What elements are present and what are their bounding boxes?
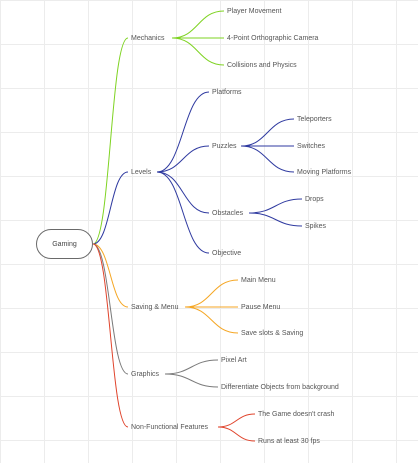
node-pause-menu[interactable]: Pause Menu [241, 304, 281, 311]
node-orthographic-camera[interactable]: 4-Point Orthographic Camera [227, 35, 319, 42]
node-objective[interactable]: Objective [212, 250, 242, 257]
link-nonfunctional-fps [217, 426, 256, 442]
link-root-mechanics [92, 37, 129, 245]
link-levels-platforms [156, 91, 210, 173]
link-obstacles-drops [248, 198, 303, 214]
link-levels-obstacles [156, 171, 210, 214]
link-puzzles-moving [240, 145, 295, 173]
link-root-saving [92, 243, 129, 308]
branch-levels[interactable]: Levels [131, 169, 152, 176]
node-game-no-crash[interactable]: The Game doesn't crash [258, 411, 335, 418]
link-levels-objective [156, 171, 210, 254]
node-moving-platforms[interactable]: Moving Platforms [297, 169, 352, 176]
node-save-slots[interactable]: Save slots & Saving [241, 330, 304, 337]
node-30-fps[interactable]: Runs at least 30 fps [258, 438, 320, 445]
root-node-gaming[interactable]: Gaming [36, 229, 93, 259]
link-saving-main [184, 279, 239, 308]
node-collisions-physics[interactable]: Collisions and Physics [227, 62, 297, 69]
link-graphics-pixelart [164, 359, 219, 375]
node-puzzles[interactable]: Puzzles [212, 143, 237, 150]
node-teleporters[interactable]: Teleporters [297, 116, 332, 123]
branch-non-functional[interactable]: Non-Functional Features [131, 424, 209, 431]
link-root-levels [92, 171, 129, 245]
link-graphics-differentiate [164, 373, 219, 388]
node-differentiate-objects[interactable]: Differentiate Objects from background [221, 384, 339, 391]
link-saving-slots [184, 306, 239, 334]
branch-saving-menu[interactable]: Saving & Menu [131, 304, 179, 311]
link-puzzles-teleporters [240, 118, 295, 147]
link-nonfunctional-crash [217, 413, 256, 428]
node-obstacles[interactable]: Obstacles [212, 210, 244, 217]
node-platforms[interactable]: Platforms [212, 89, 242, 96]
link-obstacles-spikes [248, 212, 303, 227]
root-node-label: Gaming [52, 240, 77, 248]
link-root-nonfunctional [92, 243, 129, 428]
link-levels-puzzles [156, 145, 210, 173]
node-pixel-art[interactable]: Pixel Art [221, 357, 247, 364]
link-mechanics-movement [171, 10, 225, 39]
link-mechanics-collisions [171, 37, 225, 66]
node-drops[interactable]: Drops [305, 196, 324, 203]
node-switches[interactable]: Switches [297, 143, 326, 150]
node-main-menu[interactable]: Main Menu [241, 277, 276, 284]
branch-graphics[interactable]: Graphics [131, 371, 160, 378]
node-player-movement[interactable]: Player Movement [227, 8, 282, 15]
node-spikes[interactable]: Spikes [305, 223, 327, 230]
branch-mechanics[interactable]: Mechanics [131, 35, 165, 42]
link-root-graphics [92, 243, 129, 375]
